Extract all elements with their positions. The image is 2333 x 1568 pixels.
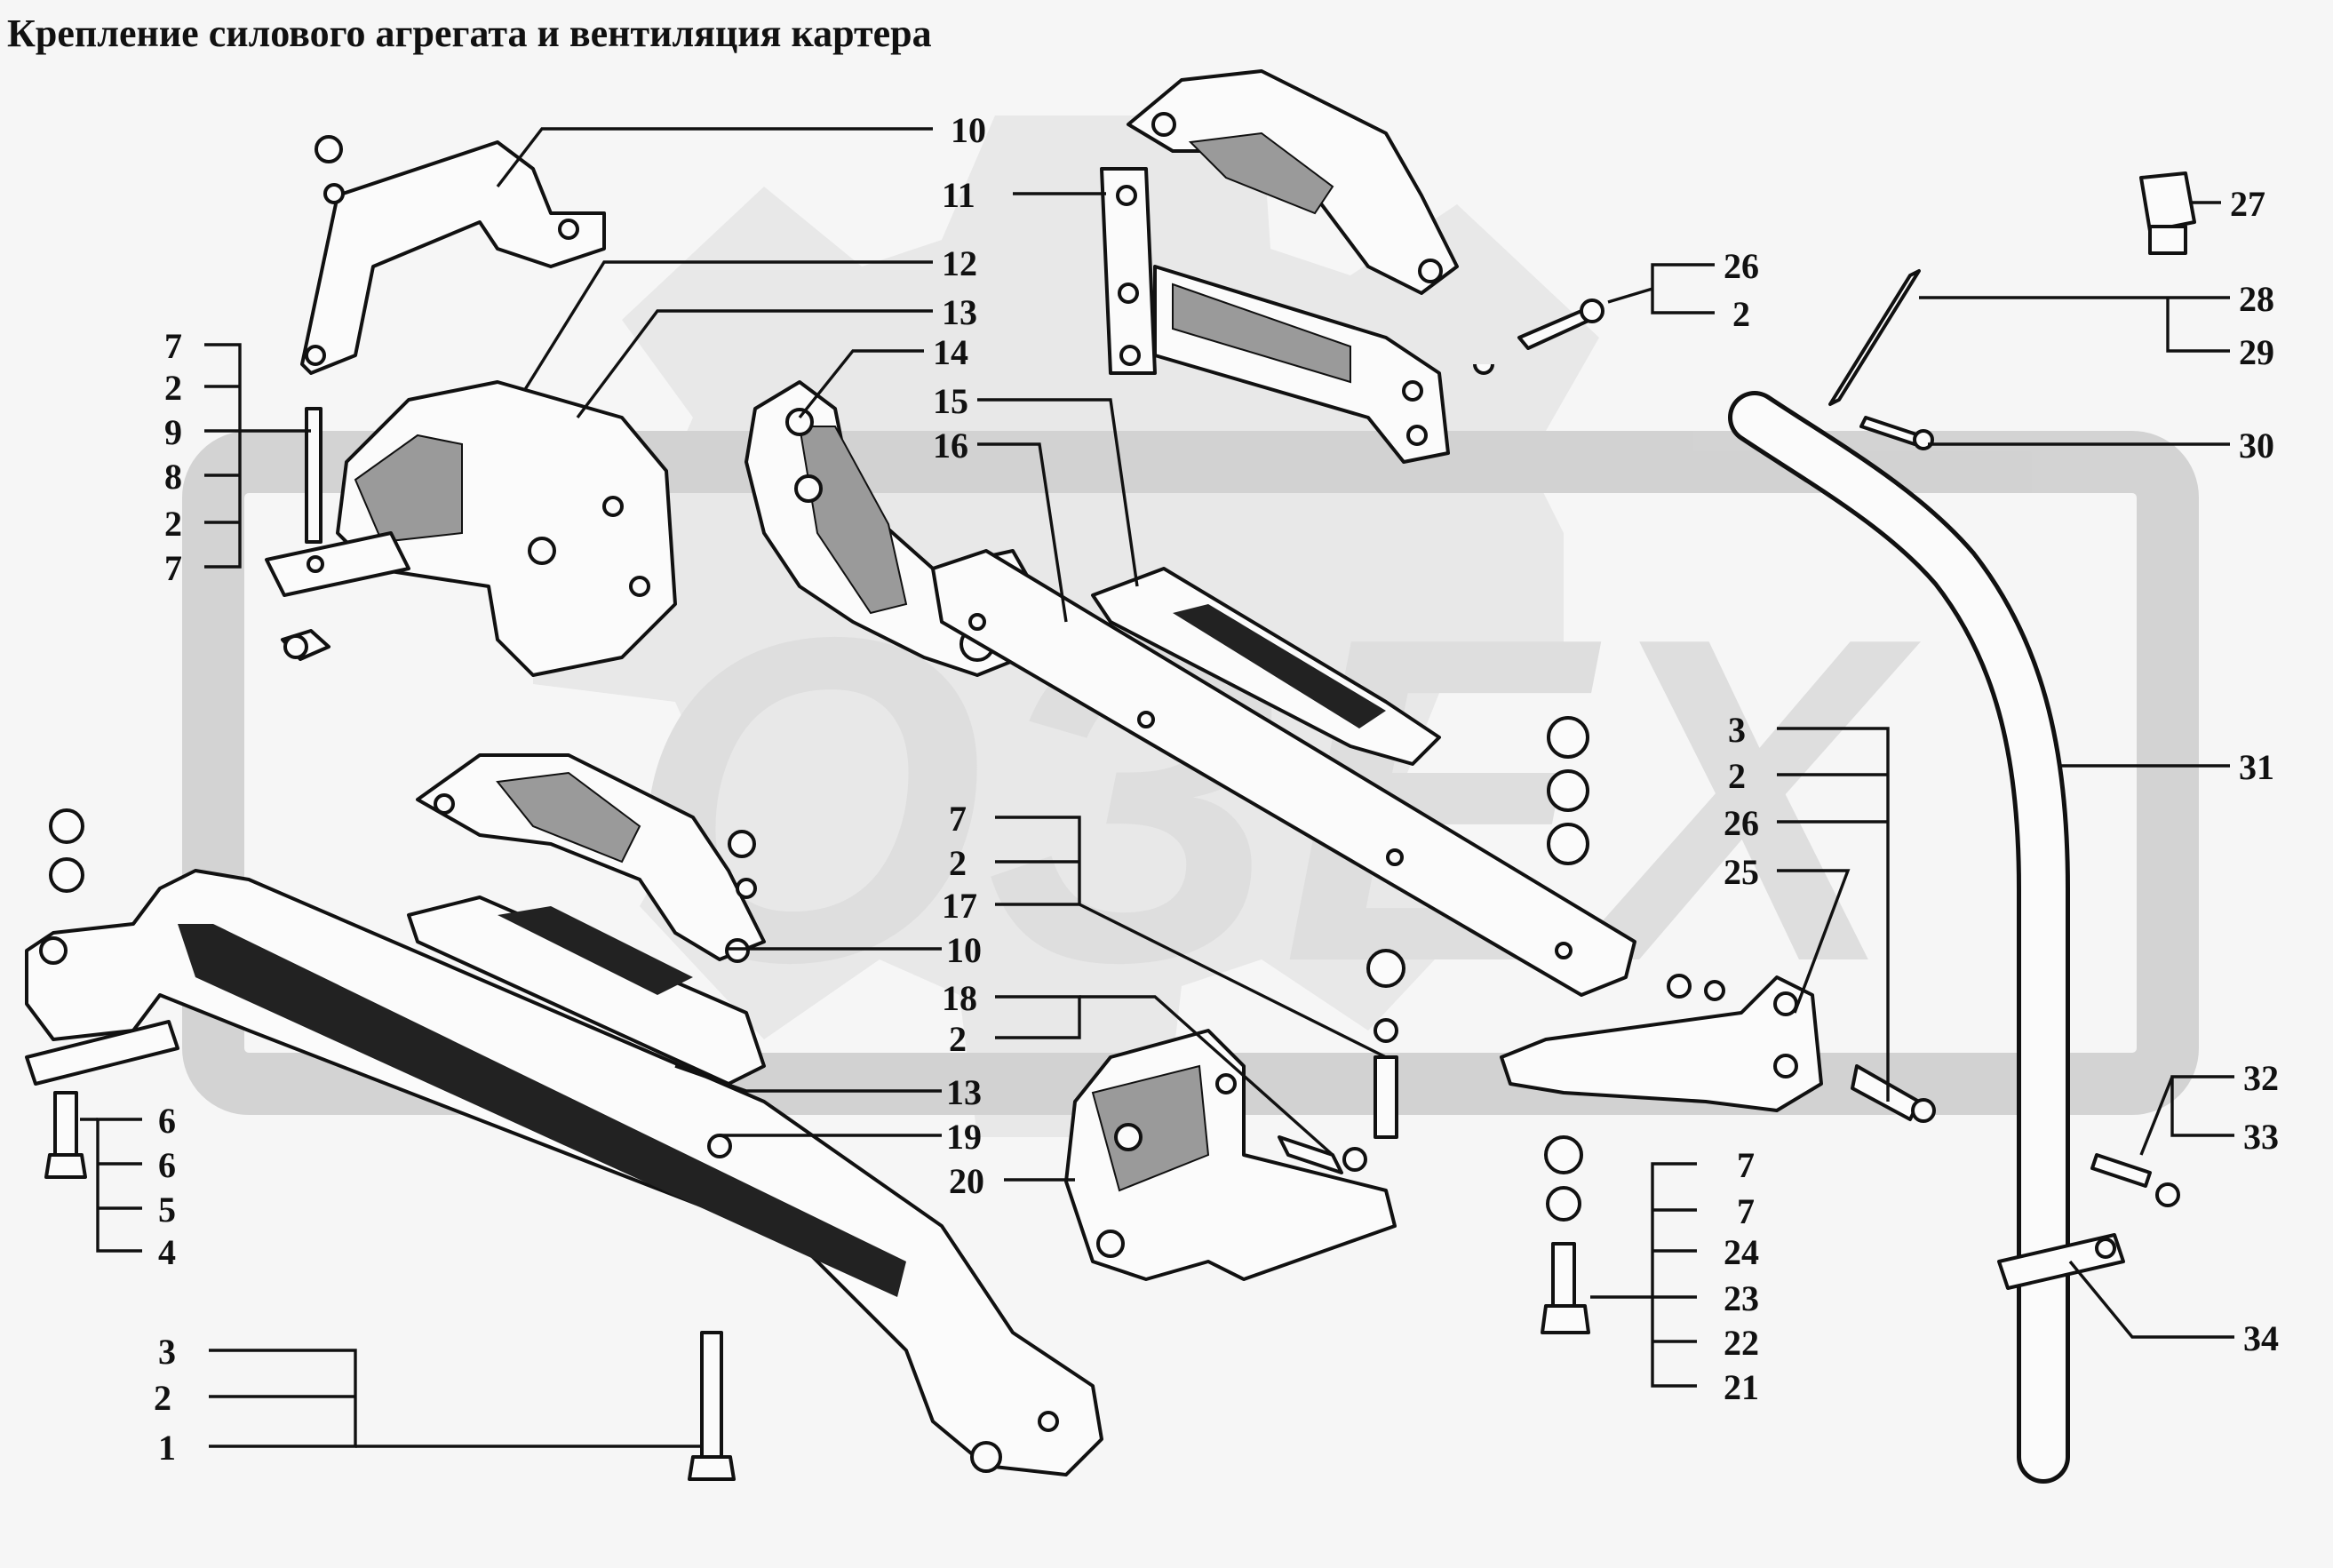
part-rear-crossmember [25, 869, 1103, 1476]
callout-3: 3 [158, 1332, 176, 1372]
callout-10: 10 [946, 930, 982, 970]
callout-32: 32 [2243, 1058, 2279, 1098]
callout-10: 10 [951, 110, 986, 150]
callout-5: 5 [158, 1190, 176, 1230]
callout-7: 7 [164, 326, 182, 366]
callout-2: 2 [1732, 294, 1750, 334]
part-front-crossmember [744, 380, 1636, 997]
callout-11: 11 [942, 175, 975, 215]
callout-9: 9 [164, 412, 182, 452]
part-bolt-1 [688, 1331, 736, 1481]
callout-1: 1 [158, 1428, 176, 1468]
callout-7: 7 [1737, 1191, 1755, 1231]
callout-29: 29 [2239, 332, 2274, 372]
callout-4: 4 [158, 1232, 176, 1272]
diagram-title: Крепление силового агрегата и вентиляция… [7, 12, 932, 55]
part-plate-11 [1100, 167, 1450, 464]
part-breather-tube-31 [1728, 391, 2125, 1484]
callout-30: 30 [2239, 426, 2274, 466]
part-bolt-4 [44, 808, 87, 1179]
callout-13: 13 [942, 292, 977, 332]
callout-8: 8 [164, 457, 182, 497]
callout-2: 2 [164, 368, 182, 408]
callout-18: 18 [942, 978, 977, 1018]
callout-17: 17 [942, 886, 977, 926]
callout-20: 20 [949, 1161, 984, 1201]
callout-6: 6 [158, 1101, 176, 1141]
callout-23: 23 [1724, 1278, 1759, 1318]
callout-31: 31 [2239, 747, 2274, 787]
callout-12: 12 [942, 243, 977, 283]
callout-26: 26 [1724, 246, 1759, 286]
callout-7: 7 [164, 548, 182, 588]
callout-34: 34 [2243, 1318, 2279, 1358]
callout-2: 2 [154, 1378, 171, 1418]
part-cushion-top-center [1127, 69, 1459, 295]
callout-7: 7 [1737, 1145, 1755, 1185]
part-stud-9 [281, 407, 330, 661]
callout-15: 15 [933, 381, 968, 421]
callout-2: 2 [1728, 756, 1746, 796]
callout-28: 28 [2239, 279, 2274, 319]
part-bracket-20 [1064, 1029, 1397, 1281]
callout-numbers: 10 11 12 13 14 15 16 7 2 9 8 2 7 26 2 27… [154, 110, 2279, 1468]
callout-21: 21 [1724, 1367, 1759, 1407]
part-bracket-top-left [300, 135, 606, 375]
callout-13: 13 [946, 1072, 982, 1112]
callout-25: 25 [1724, 852, 1759, 892]
part-bracket-25 [1500, 974, 1936, 1123]
callout-7: 7 [949, 799, 967, 839]
callout-33: 33 [2243, 1117, 2279, 1157]
part-bolt-26-top [1473, 298, 1604, 375]
part-cushion-center [407, 753, 766, 1086]
callout-24: 24 [1724, 1232, 1759, 1272]
callout-3: 3 [1728, 710, 1746, 750]
callout-16: 16 [933, 426, 968, 466]
callout-2: 2 [949, 1019, 967, 1059]
callout-26: 26 [1724, 803, 1759, 843]
part-plug-27 [2139, 171, 2196, 255]
part-engine-mount-left [265, 380, 677, 677]
callout-6: 6 [158, 1145, 176, 1185]
callout-14: 14 [933, 332, 968, 372]
callout-19: 19 [946, 1117, 982, 1157]
part-rod-28 [1828, 269, 1934, 450]
leader-lines [80, 127, 2234, 1448]
callout-27: 27 [2230, 184, 2265, 224]
part-nuts-right [1366, 716, 1590, 1334]
callout-2: 2 [164, 504, 182, 544]
callout-22: 22 [1724, 1323, 1759, 1363]
callout-2: 2 [949, 843, 967, 883]
part-bolt-32 [2090, 1153, 2180, 1207]
